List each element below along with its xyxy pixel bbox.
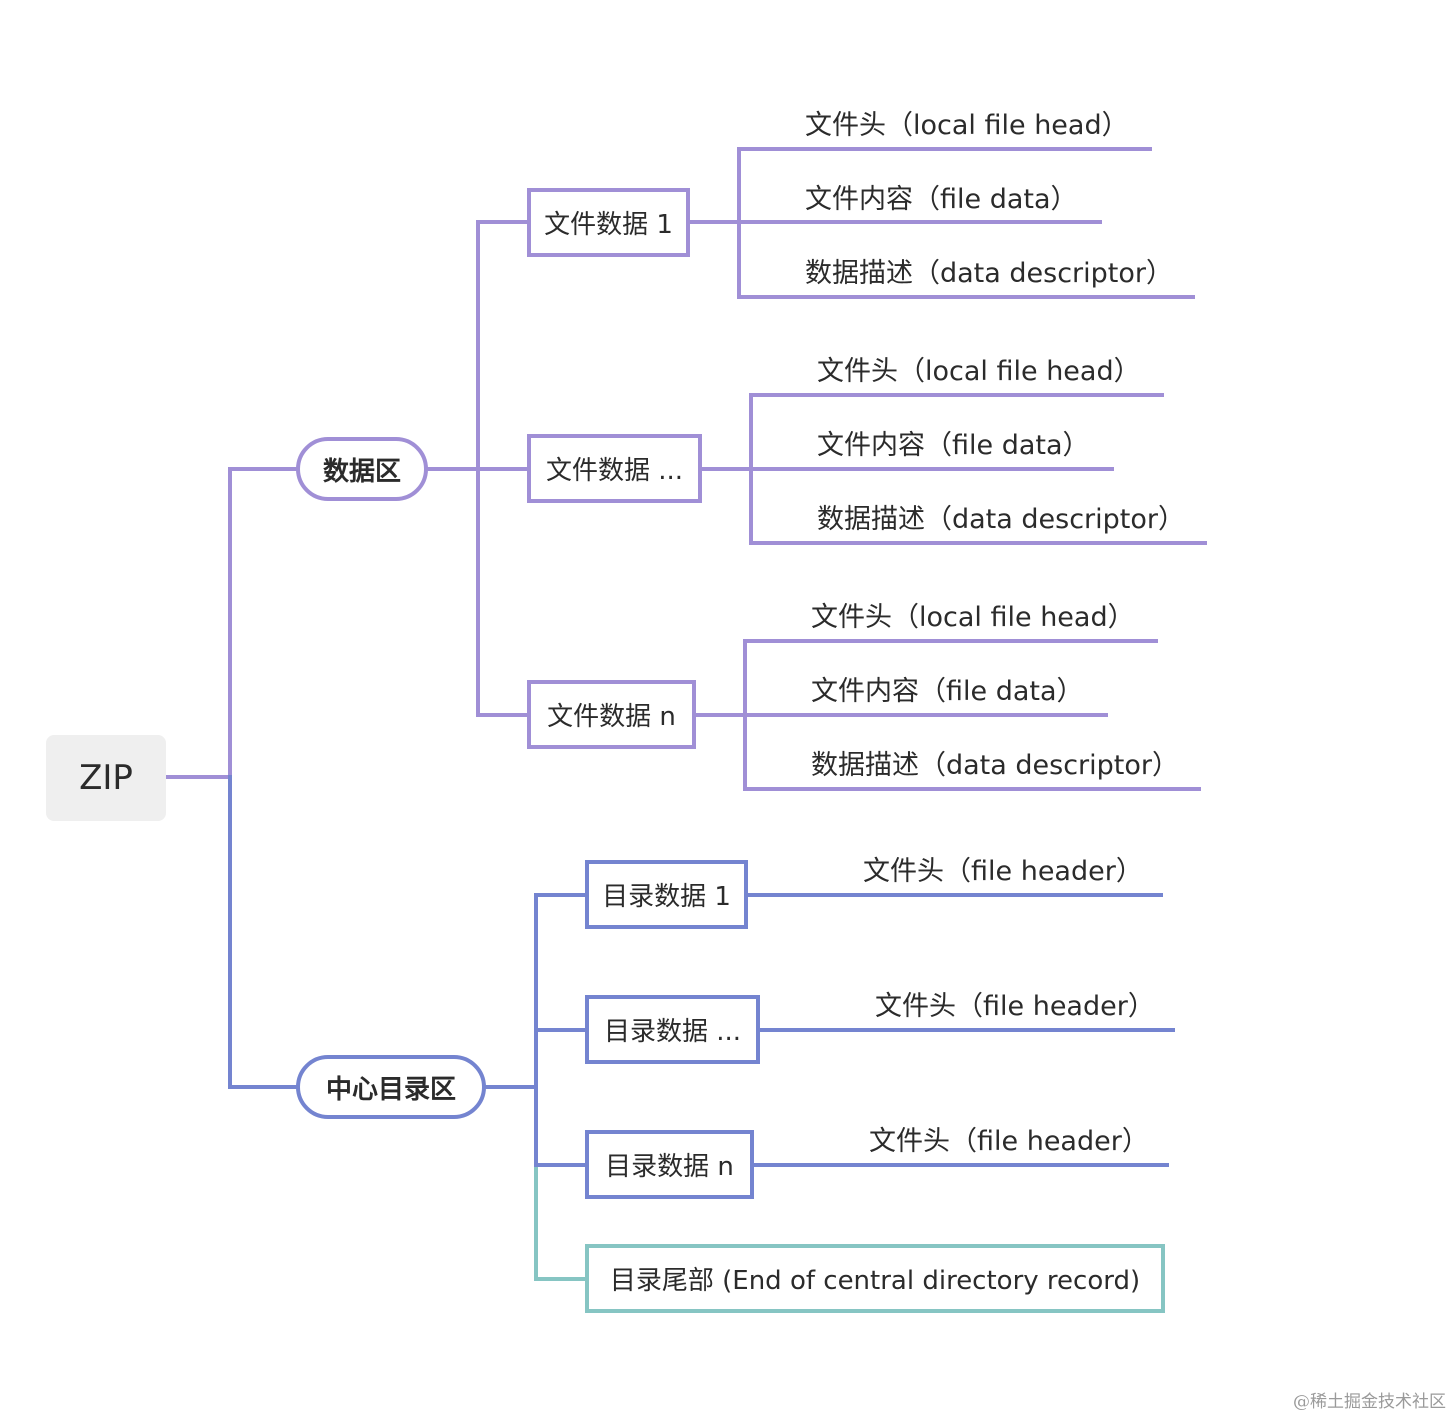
dir-data-label: 目录数据 n (605, 1152, 734, 1182)
leaf-data-descriptor: 数据描述（data descriptor） (805, 258, 1174, 289)
leaf-file-data: 文件内容（file data） (811, 676, 1084, 707)
dir-data-label: 目录数据 1 (602, 882, 731, 912)
file-data-node-n: 文件数据 n (527, 680, 696, 749)
file-data-label: 文件数据 1 (544, 210, 673, 240)
leaf-local-file-head: 文件头（local file head） (811, 602, 1135, 633)
watermark: @稀土掘金技术社区 (1293, 1392, 1446, 1412)
file-data-label: 文件数据 ... (545, 456, 684, 486)
leaf-data-descriptor: 数据描述（data descriptor） (811, 750, 1180, 781)
leaf-file-header: 文件头（file header） (875, 991, 1155, 1022)
file-data-label: 文件数据 n (547, 702, 676, 732)
data-area-node: 数据区 (296, 437, 428, 501)
central-directory-node: 中心目录区 (296, 1055, 486, 1119)
central-directory-label: 中心目录区 (325, 1074, 456, 1105)
leaf-local-file-head: 文件头（local file head） (817, 356, 1141, 387)
leaf-file-data: 文件内容（file data） (817, 430, 1090, 461)
leaf-file-data: 文件内容（file data） (805, 184, 1078, 215)
dir-data-node-n: 目录数据 n (585, 1130, 754, 1199)
leaf-data-descriptor: 数据描述（data descriptor） (817, 504, 1186, 535)
leaf-file-header: 文件头（file header） (869, 1126, 1149, 1157)
leaf-file-header: 文件头（file header） (863, 856, 1143, 887)
root-label: ZIP (79, 758, 133, 798)
file-data-node-1: 文件数据 1 (527, 188, 690, 257)
root-node-zip: ZIP (46, 735, 166, 821)
end-of-central-directory-node: 目录尾部 (End of central directory record) (585, 1244, 1165, 1313)
end-record-label: 目录尾部 (End of central directory record) (609, 1266, 1141, 1296)
data-area-label: 数据区 (322, 456, 401, 487)
dir-data-label: 目录数据 ... (603, 1017, 742, 1047)
dir-data-node-ellipsis: 目录数据 ... (585, 995, 760, 1064)
dir-data-node-1: 目录数据 1 (585, 860, 748, 929)
file-data-node-ellipsis: 文件数据 ... (527, 434, 702, 503)
leaf-local-file-head: 文件头（local file head） (805, 110, 1129, 141)
